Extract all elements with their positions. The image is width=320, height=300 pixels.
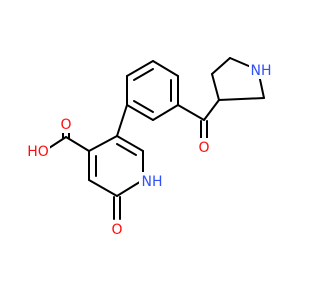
bond <box>152 60 179 77</box>
pyridone-ring <box>88 104 144 197</box>
pyridone-nh-label: NH <box>142 174 163 190</box>
bond <box>126 60 154 77</box>
benzene-ring <box>126 60 179 121</box>
acid-carbonyl-oxygen-label: O <box>60 117 71 133</box>
hydroxyl-label: HO <box>27 144 49 160</box>
pyridone-oxygen-label: O <box>111 222 122 238</box>
bond <box>116 179 144 197</box>
bond <box>211 57 231 75</box>
atom-labels: HO O O NH NH O <box>26 61 273 238</box>
pyrrolidine-nh-label: NH <box>251 63 272 79</box>
bond <box>126 104 154 121</box>
bond <box>203 99 220 121</box>
bond <box>116 135 144 152</box>
ketone-oxygen-label: O <box>198 140 209 156</box>
pyrrolidinyl-ketone <box>177 57 265 144</box>
bond <box>116 104 128 137</box>
bond <box>88 135 118 152</box>
double-bond-inner <box>133 68 154 81</box>
structure-diagram: HO O O NH NH O <box>26 57 273 238</box>
double-bond-inner <box>133 100 154 113</box>
bond <box>218 97 265 101</box>
bond <box>88 179 118 197</box>
bond <box>177 104 205 121</box>
bond <box>152 104 179 121</box>
bond <box>65 136 90 152</box>
pyridone-carbonyl <box>113 196 121 220</box>
double-bond-inner <box>116 143 137 156</box>
bond <box>211 73 220 101</box>
molecule-canvas: HO O O NH NH O <box>26 57 273 238</box>
